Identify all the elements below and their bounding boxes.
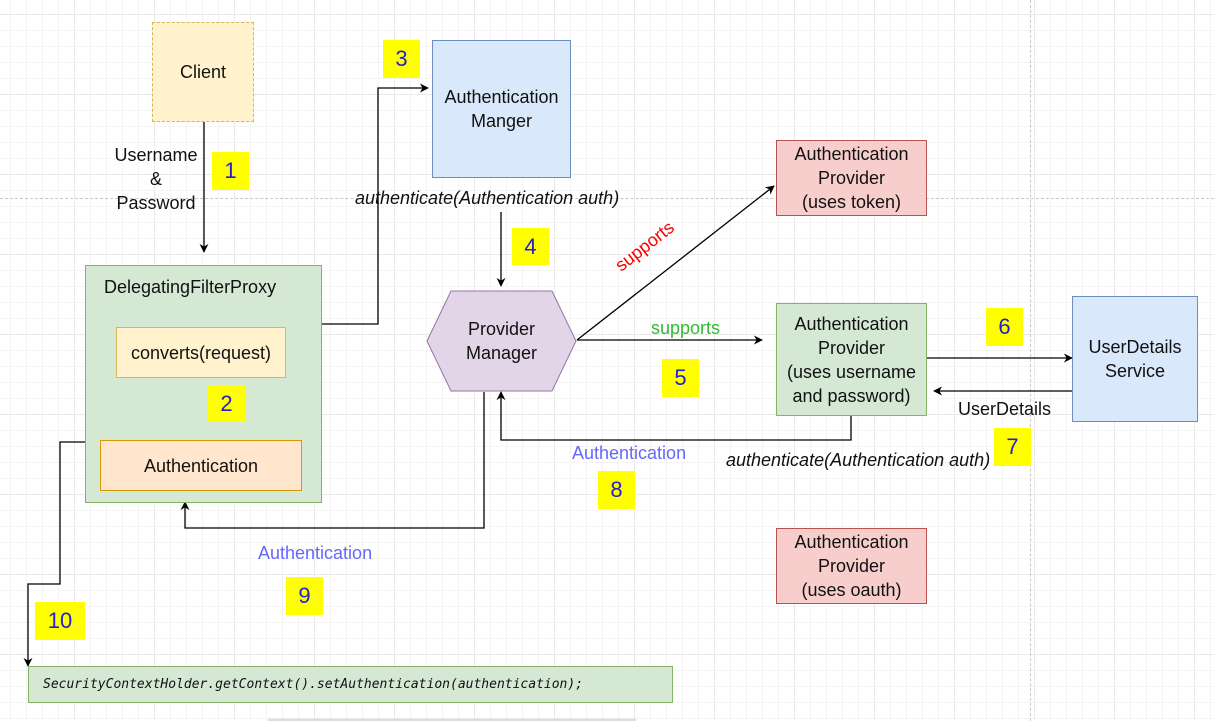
authenticate-label-top: authenticate(Authentication auth): [355, 188, 620, 208]
authentication-return-label-8: Authentication: [572, 443, 687, 463]
authentication-return-label-9: Authentication: [258, 543, 373, 563]
provider-manager-node[interactable]: Provider Manager: [426, 290, 577, 392]
supports-label-green: supports: [651, 318, 721, 338]
arrow-filter-to-securitycontext: [23, 441, 85, 667]
userpass-provider-node[interactable]: Authentication Provider (uses username a…: [776, 303, 927, 416]
provider-manager-label: Provider Manager: [465, 319, 538, 363]
converts-request-label: converts(request): [130, 342, 272, 363]
token-provider-node[interactable]: Authentication Provider (uses token): [776, 140, 927, 216]
authentication-object-node[interactable]: Authentication: [100, 440, 302, 491]
userdetails-label: UserDetails: [958, 399, 1052, 419]
arrow-providermanager-to-tokenprovider: [576, 185, 775, 341]
authentication-manager-node[interactable]: Authentication Manger: [432, 40, 571, 178]
provider-manager-hexagon-shape: [426, 290, 577, 392]
step-badge-7: 7: [994, 428, 1031, 466]
username-password-label: Username & Password: [114, 145, 198, 213]
security-context-code: SecurityContextHolder.getContext().setAu…: [43, 677, 584, 692]
arrow-provider-return-authentication: [496, 391, 852, 441]
step-badge-9: 9: [286, 577, 323, 615]
guide-line-horizontal: [0, 198, 1214, 199]
client-label: Client: [179, 62, 227, 82]
step-badge-2: 2: [208, 385, 245, 422]
token-provider-label: Authentication Provider (uses token): [794, 144, 909, 212]
step-badge-3: 3: [383, 40, 420, 78]
step-badge-4: 4: [512, 228, 549, 265]
step-badge-10: 10: [35, 602, 85, 640]
security-context-node[interactable]: SecurityContextHolder.getContext().setAu…: [28, 666, 673, 703]
userpass-provider-label: Authentication Provider (uses username a…: [786, 313, 917, 406]
filter-proxy-title: DelegatingFilterProxy: [104, 277, 277, 297]
client-node[interactable]: Client: [152, 22, 254, 122]
guide-line-vertical: [1030, 0, 1031, 721]
arrow-manager-return-authentication: [180, 392, 485, 529]
oauth-provider-label: Authentication Provider (uses oauth): [794, 532, 909, 600]
converts-request-node[interactable]: converts(request): [116, 327, 286, 378]
userdetails-service-node[interactable]: UserDetails Service: [1072, 296, 1198, 422]
authenticate-label-bottom: authenticate(Authentication auth): [726, 450, 991, 470]
step-badge-5: 5: [662, 359, 699, 397]
arrow-filter-to-authmanager: [322, 83, 429, 325]
userdetails-service-label: UserDetails Service: [1088, 337, 1182, 381]
step-badge-8: 8: [598, 471, 635, 509]
authentication-manager-label: Authentication Manger: [444, 87, 559, 131]
authentication-object-label: Authentication: [143, 455, 259, 476]
oauth-provider-node[interactable]: Authentication Provider (uses oauth): [776, 528, 927, 604]
step-badge-6: 6: [986, 308, 1023, 346]
step-badge-1: 1: [212, 152, 249, 190]
